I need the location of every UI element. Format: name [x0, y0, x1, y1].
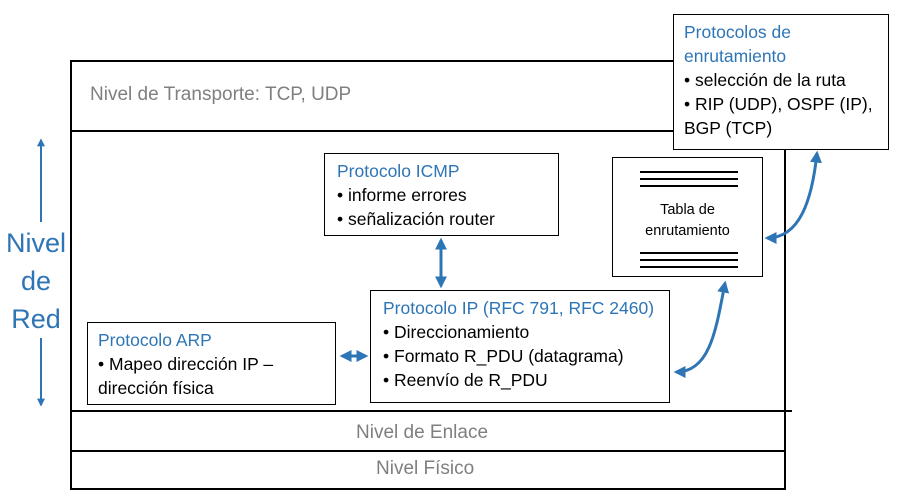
network-layer-side-label: Nivel de Red [0, 224, 76, 338]
arp-item-mapping-continued: dirección física [98, 378, 214, 398]
routing-protocols-item-protocols-continued: BGP (TCP) [684, 118, 773, 138]
link-layer-label: Nivel de Enlace [356, 422, 489, 443]
physical-layer-label: Nivel Físico [376, 458, 475, 479]
routing-protocols-title-2: enrutamiento [684, 46, 787, 66]
icmp-box: Protocolo ICMP informe errores señalizac… [324, 153, 559, 236]
routing-table-label-2: enrutamiento [645, 223, 730, 239]
frame-left-border [70, 60, 72, 490]
transport-separator [70, 130, 786, 132]
side-label-line3: Red [11, 304, 61, 334]
icmp-item-errors: informe errores [337, 183, 558, 207]
frame-right-border [784, 60, 786, 490]
icmp-item-signaling: señalización router [337, 207, 558, 231]
routing-protocols-item-protocols: RIP (UDP), OSPF (IP), [684, 92, 888, 116]
physical-separator [70, 450, 786, 452]
side-label-line1: Nivel [5, 228, 66, 258]
ip-item-forwarding: Reenvío de R_PDU [383, 368, 669, 392]
routing-table-box: Tabla de enrutamiento [612, 157, 763, 277]
side-label-line2: de [20, 266, 52, 296]
routing-protocols-item-route-selection: selección de la ruta [684, 68, 888, 92]
routing-table-label-1: Tabla de [660, 202, 715, 218]
ip-box: Protocolo IP (RFC 791, RFC 2460) Direcci… [370, 290, 670, 403]
ip-item-format: Formato R_PDU (datagrama) [383, 344, 669, 368]
frame-top-border [70, 60, 786, 62]
routing-table-lines-top [640, 171, 738, 187]
routing-table-protocols-arrow [764, 150, 822, 244]
icmp-title: Protocolo ICMP [337, 161, 460, 181]
routing-protocols-title-1: Protocolos de [684, 22, 792, 42]
arp-title: Protocolo ARP [98, 330, 212, 350]
transport-layer-label: Nivel de Transporte: TCP, UDP [90, 84, 352, 105]
routing-table-lines-bottom [640, 252, 738, 268]
ip-routing-table-arrow [673, 280, 730, 378]
arp-box: Protocolo ARP Mapeo dirección IP – direc… [87, 322, 336, 405]
link-separator [70, 410, 792, 412]
frame-bottom-border [70, 488, 786, 490]
ip-title: Protocolo IP (RFC 791, RFC 2460) [383, 298, 655, 318]
ip-item-addressing: Direccionamiento [383, 320, 669, 344]
routing-protocols-box: Protocolos de enrutamiento selección de … [673, 14, 889, 150]
arp-item-mapping: Mapeo dirección IP – [98, 352, 335, 376]
routing-table-text: Tabla de enrutamiento [613, 200, 762, 242]
